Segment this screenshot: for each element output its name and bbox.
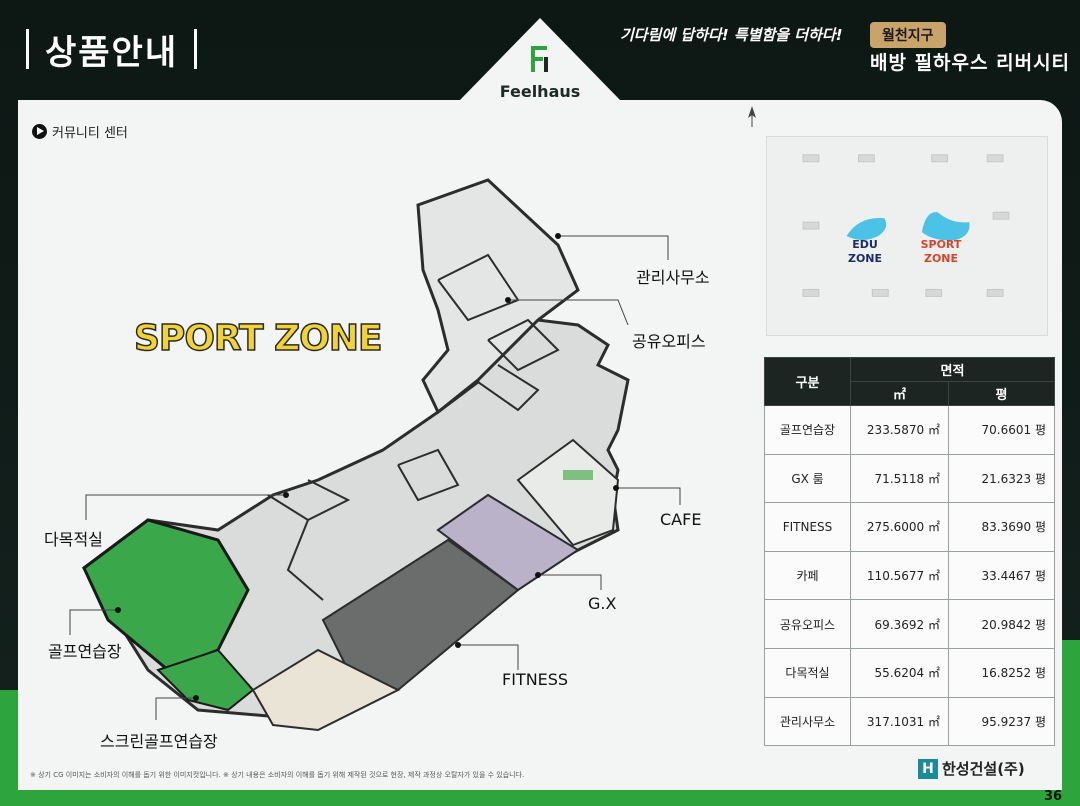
- table-row: 관리사무소 317.1031 ㎡ 95.9237 평: [764, 696, 1055, 747]
- footnote: ※ 상기 CG 이미지는 소비자의 이해를 돕기 위한 이미지컷입니다. ※ 상…: [30, 771, 525, 779]
- page-title: 상품안내: [26, 26, 213, 73]
- table-row: GX 룸 71.5118 ㎡ 21.6323 평: [764, 453, 1055, 504]
- table-row: 다목적실 55.6204 ㎡ 16.8252 평: [764, 647, 1055, 698]
- keymap-sport-label: SPORT ZONE: [920, 238, 962, 265]
- keymap-edu-label: EDU ZONE: [847, 238, 883, 265]
- row-m2: 55.6204 ㎡: [850, 647, 949, 698]
- callout-admin-office: 관리사무소: [636, 268, 710, 287]
- sport-zone-shape: [921, 212, 970, 241]
- row-name: GX 룸: [764, 453, 851, 504]
- callout-dots: [115, 233, 619, 701]
- callout-golf: 골프연습장: [48, 642, 122, 661]
- logo-wordmark: Feelhaus: [499, 82, 581, 101]
- title-divider-left: [26, 29, 29, 69]
- site-key-map: [766, 136, 1048, 336]
- section-label-text: 커뮤니티 센터: [52, 126, 128, 141]
- play-icon: [32, 124, 47, 139]
- row-py: 16.8252 평: [948, 647, 1055, 698]
- brand-name: 한성건설(주): [942, 760, 1025, 778]
- table-header-m2: ㎡: [850, 381, 949, 406]
- callout-fitness: FITNESS: [502, 670, 569, 689]
- north-compass-icon: [748, 106, 756, 127]
- callout-gx: G.X: [588, 594, 617, 613]
- row-m2: 233.5870 ㎡: [850, 405, 949, 455]
- row-name: 카페: [764, 550, 851, 601]
- row-m2: 69.3692 ㎡: [850, 599, 949, 649]
- section-label: 커뮤니티 센터: [32, 122, 128, 141]
- row-name: 다목적실: [764, 647, 851, 698]
- feelhaus-logo-icon: [531, 46, 548, 72]
- area-table: 구분 면적 ㎡ 평 골프연습장 233.5870 ㎡ 70.6601 평 GX …: [764, 357, 1055, 747]
- cafe-area: [516, 438, 620, 547]
- tagline: 기다림에 답하다! 특별함을 더하다!: [620, 26, 843, 44]
- page-title-text: 상품안내: [45, 32, 179, 73]
- complex-name: 배방 필하우스 리버시티: [870, 52, 1071, 74]
- table-header-category: 구분: [764, 357, 851, 406]
- gx-room: [436, 493, 580, 592]
- brand-logo: H 한성건설(주): [918, 758, 1025, 779]
- edu-zone-shape: [846, 218, 887, 240]
- row-name: 관리사무소: [764, 696, 851, 747]
- row-m2: 275.6000 ㎡: [850, 502, 949, 552]
- fitness-area: [251, 538, 520, 732]
- table-header-area: 면적: [850, 357, 1055, 382]
- title-divider-right: [194, 29, 198, 69]
- page-number: 36: [1044, 789, 1063, 804]
- row-m2: 110.5677 ㎡: [850, 550, 949, 601]
- row-py: 33.4467 평: [948, 550, 1055, 601]
- row-name: 공유오피스: [764, 599, 851, 649]
- left-green-accent: [0, 690, 18, 806]
- district-badge: 월천지구: [870, 22, 946, 48]
- table-header-py: 평: [948, 381, 1055, 406]
- callout-shared-office: 공유오피스: [632, 332, 706, 351]
- row-name: 골프연습장: [764, 405, 851, 455]
- table-row: FITNESS 275.6000 ㎡ 83.3690 평: [764, 502, 1055, 552]
- callout-lines: [69, 235, 681, 720]
- row-m2: 71.5118 ㎡: [850, 453, 949, 504]
- sport-zone-title: SPORT ZONE: [133, 317, 383, 360]
- callout-cafe: CAFE: [660, 510, 702, 529]
- row-py: 83.3690 평: [948, 502, 1055, 552]
- brand-h-icon: H: [918, 758, 938, 779]
- row-py: 95.9237 평: [948, 696, 1055, 747]
- row-m2: 317.1031 ㎡: [850, 696, 949, 747]
- community-center-floorplan: [69, 178, 681, 732]
- row-py: 21.6323 평: [948, 453, 1055, 504]
- row-name: FITNESS: [764, 502, 851, 552]
- callout-screen-golf: 스크린골프연습장: [100, 732, 218, 751]
- row-py: 20.9842 평: [948, 599, 1055, 649]
- row-py: 70.6601 평: [948, 405, 1055, 455]
- table-row: 공유오피스 69.3692 ㎡ 20.9842 평: [764, 599, 1055, 649]
- callout-multipurpose: 다목적실: [44, 530, 103, 549]
- table-row: 카페 110.5677 ㎡ 33.4467 평: [764, 550, 1055, 601]
- table-row: 골프연습장 233.5870 ㎡ 70.6601 평: [764, 405, 1055, 455]
- golf-area: [82, 518, 255, 712]
